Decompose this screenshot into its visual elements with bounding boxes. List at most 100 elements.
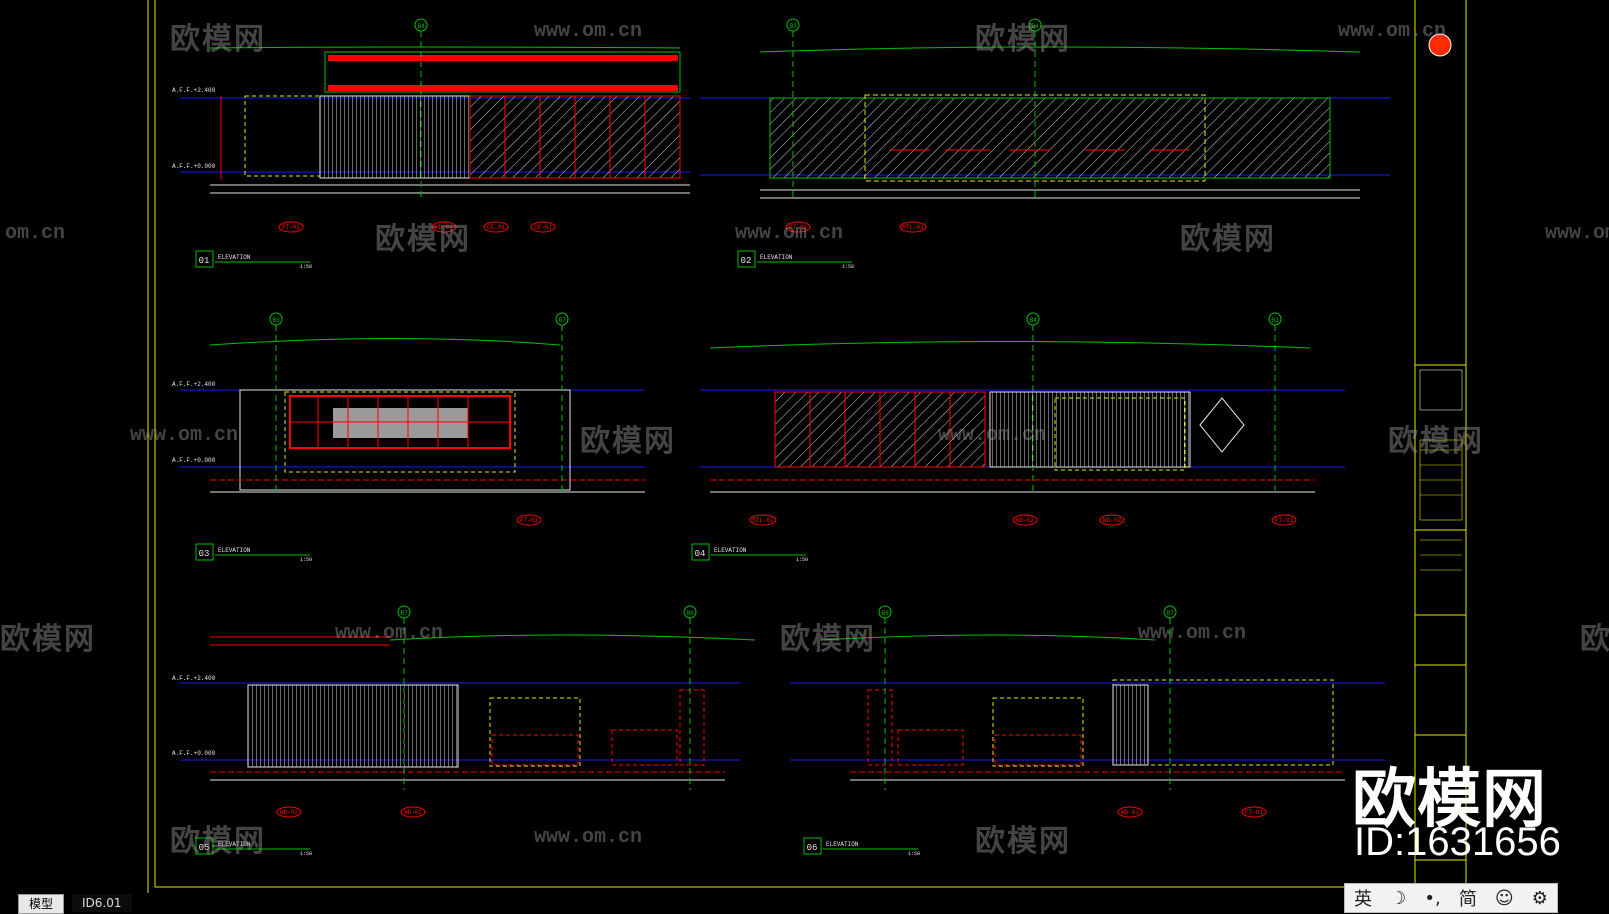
- svg-text:B7: B7: [558, 318, 566, 324]
- svg-text:B4: B4: [1029, 318, 1037, 324]
- svg-text:ELEVATION: ELEVATION: [218, 841, 251, 848]
- material-tag: PT-01: [1241, 806, 1267, 818]
- watermark-logo: 欧模网: [375, 222, 471, 257]
- svg-text:PT-01: PT-01: [789, 224, 807, 231]
- svg-text:WD-02: WD-02: [1121, 809, 1139, 816]
- grid-bubble: B3: [1268, 312, 1282, 495]
- material-tag: PT-01: [516, 514, 542, 526]
- svg-text:CE-01: CE-01: [487, 224, 505, 231]
- svg-text:B4: B4: [1031, 24, 1039, 30]
- svg-text:B6: B6: [686, 611, 694, 617]
- level-mark: A.F.F.+0.000: [172, 750, 216, 757]
- material-tag: CE-01: [530, 221, 556, 233]
- svg-text:WD-02: WD-02: [280, 809, 298, 816]
- grid-bubble: B3: [269, 312, 283, 495]
- sheet-frame: [147, 0, 1480, 893]
- watermark-url: www.om.cn: [534, 826, 643, 849]
- svg-text:ELEVATION: ELEVATION: [714, 547, 747, 554]
- svg-text:PT-01: PT-01: [1275, 517, 1293, 524]
- moon-icon[interactable]: ☽: [1390, 887, 1407, 909]
- material-tag: MTL-01: [899, 221, 927, 233]
- elevation-02-drawing: [700, 46, 1390, 199]
- elevation-label-02: 02 ELEVATION 1:50: [737, 250, 854, 270]
- svg-text:B7: B7: [400, 611, 408, 617]
- watermark-url: www.om.cn: [335, 622, 444, 645]
- svg-text:B4: B4: [417, 24, 425, 30]
- svg-text:ELEVATION: ELEVATION: [218, 254, 251, 261]
- material-tag: WD-02: [431, 221, 457, 233]
- svg-text:1:50: 1:50: [300, 264, 312, 270]
- material-tag: CE-01: [483, 221, 509, 233]
- svg-text:PT-01: PT-01: [282, 224, 300, 231]
- svg-text:CE-01: CE-01: [534, 224, 552, 231]
- watermark-logo: 欧模网: [975, 824, 1071, 859]
- elevation-06-drawing: [790, 634, 1385, 781]
- grid-bubble: B4: [1026, 312, 1040, 495]
- svg-text:ELEVATION: ELEVATION: [760, 254, 793, 261]
- watermark-logo: 欧模网: [780, 622, 876, 657]
- watermark-url: www.om.cn: [1338, 20, 1447, 43]
- material-tag: PT-01: [278, 221, 304, 233]
- ime-language-toggle[interactable]: 英: [1354, 889, 1373, 910]
- elevation-01-drawing: [180, 46, 690, 194]
- svg-text:1:50: 1:50: [796, 557, 808, 563]
- svg-text:B3: B3: [272, 318, 280, 324]
- material-tag: PT-01: [1271, 514, 1297, 526]
- svg-text:04: 04: [695, 549, 706, 559]
- punctuation-toggle[interactable]: •,: [1424, 887, 1441, 909]
- elevation-05-drawing: [180, 634, 756, 781]
- svg-text:PT-01: PT-01: [1245, 809, 1263, 816]
- tab-model[interactable]: 模型: [18, 894, 65, 914]
- watermark-logo: 欧模网: [580, 424, 676, 459]
- settings-gear-icon[interactable]: ⚙: [1531, 887, 1548, 909]
- svg-text:ELEVATION: ELEVATION: [826, 841, 859, 848]
- material-tag: WD-02: [1099, 514, 1125, 526]
- material-tag: WD-02: [1117, 806, 1143, 818]
- tab-layout-id6-01[interactable]: ID6.01: [72, 894, 132, 912]
- svg-text:WD-02: WD-02: [435, 224, 453, 231]
- elevation-03-drawing: [180, 338, 645, 493]
- level-mark: A.F.F.+0.000: [172, 457, 216, 464]
- svg-text:1:50: 1:50: [300, 851, 312, 857]
- watermark-url: om.cn: [5, 222, 66, 245]
- layout-tab-bar: [0, 893, 1609, 913]
- material-tag: MTL-02: [749, 514, 777, 526]
- level-mark: A.F.F.+2.400: [172, 87, 216, 94]
- watermark-url: www.om.cn: [938, 424, 1047, 447]
- title-block: [1419, 33, 1463, 571]
- svg-text:03: 03: [199, 549, 210, 559]
- svg-text:B3: B3: [789, 24, 797, 30]
- svg-text:1:50: 1:50: [842, 264, 854, 270]
- watermark-id: ID:1631656: [1354, 820, 1561, 864]
- grid-bubble: B4: [1028, 18, 1042, 200]
- grid-bubble: B7: [397, 605, 411, 790]
- grid-bubble: B7: [1163, 605, 1177, 790]
- svg-text:1:50: 1:50: [300, 557, 312, 563]
- watermark-logo: 欧模网: [170, 22, 266, 57]
- svg-text:WD-02: WD-02: [404, 809, 422, 816]
- svg-text:1:50: 1:50: [908, 851, 920, 857]
- watermark-brand-large: 欧模网: [1352, 763, 1547, 837]
- elevation-label-04: 04 ELEVATION 1:50: [691, 543, 808, 563]
- grid-bubble: B3: [786, 18, 800, 200]
- material-tag: PT-01: [785, 221, 811, 233]
- watermark-url: www.om.cn: [130, 424, 239, 447]
- grid-bubble: B6: [878, 605, 892, 790]
- level-mark: A.F.F.+2.400: [172, 675, 216, 682]
- material-tag: WD-02: [1012, 514, 1038, 526]
- svg-text:MTL-01: MTL-01: [902, 224, 924, 231]
- svg-text:02: 02: [741, 256, 752, 266]
- svg-text:PT-01: PT-01: [520, 517, 538, 524]
- watermark-logo: 欧模网: [1180, 222, 1276, 257]
- simplified-chinese-toggle[interactable]: 简: [1458, 889, 1477, 910]
- svg-text:WD-02: WD-02: [1016, 517, 1034, 524]
- emoji-icon[interactable]: ☺: [1494, 887, 1514, 909]
- watermark-url: www.om.cn: [1138, 622, 1247, 645]
- company-logo-icon: [1428, 33, 1452, 57]
- grid-bubble: B7: [555, 312, 569, 495]
